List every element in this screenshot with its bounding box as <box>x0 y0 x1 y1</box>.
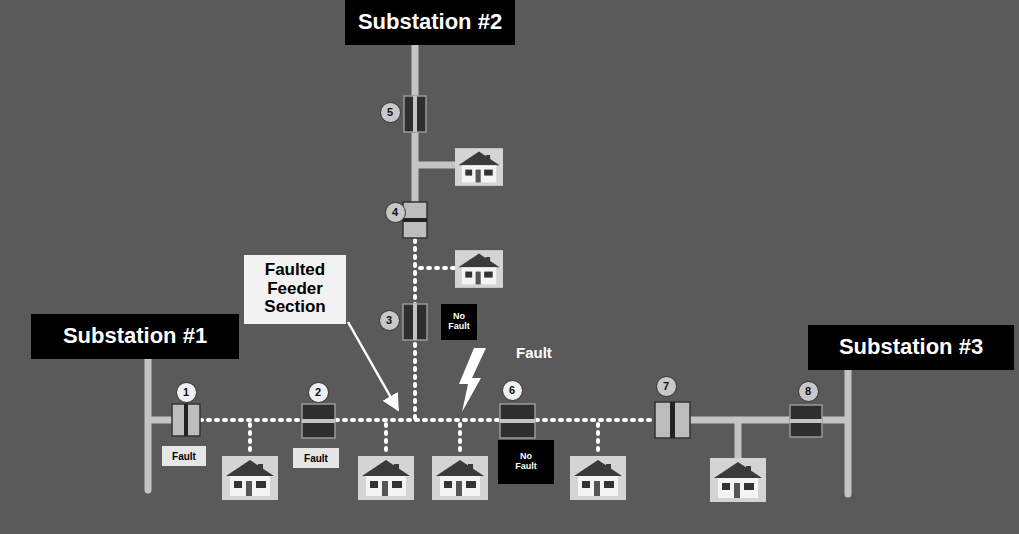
callout-number: 6 <box>502 380 523 401</box>
callout-number-text: 6 <box>509 384 515 396</box>
callout-number: 7 <box>656 376 677 397</box>
callout-number-text: 2 <box>315 386 321 398</box>
callout-arrow <box>348 322 398 410</box>
lightning-bolt <box>459 348 486 412</box>
substation-label: Substation #2 <box>345 0 515 45</box>
callout-number-text: 1 <box>183 386 189 398</box>
callout-number: 4 <box>385 202 406 223</box>
callout-number: 2 <box>308 382 329 403</box>
no-fault-indicator: No Fault <box>441 304 477 340</box>
callout-number-text: 3 <box>386 314 392 326</box>
no-fault-indicator-text: No Fault <box>511 452 541 472</box>
substation-label-text: Substation #2 <box>358 10 502 34</box>
callout-number-text: 7 <box>663 380 669 392</box>
callout-box-text: Faulted Feeder Section <box>250 261 340 317</box>
fault-indicator: Fault <box>293 448 339 468</box>
fault-indicator: Fault <box>162 446 206 466</box>
no-fault-indicator-text: No Fault <box>444 312 474 332</box>
substation-label: Substation #1 <box>31 314 239 359</box>
switch-closed <box>172 96 690 438</box>
callout-number: 8 <box>798 381 819 402</box>
fault-indicator-text: Fault <box>172 451 196 462</box>
no-fault-indicator: No Fault <box>498 440 554 484</box>
callout-number-text: 8 <box>805 385 811 397</box>
callout-number-text: 5 <box>387 106 393 118</box>
substation-label-text: Substation #3 <box>839 335 983 359</box>
callout-box: Faulted Feeder Section <box>244 255 346 324</box>
substation-label: Substation #3 <box>808 325 1014 370</box>
callout-number: 5 <box>380 102 401 123</box>
energized-line <box>148 40 848 460</box>
callout-number: 1 <box>176 382 197 403</box>
callout-number: 3 <box>379 310 400 331</box>
substation-label-text: Substation #1 <box>63 324 207 348</box>
de-energized-line <box>200 240 655 456</box>
fault-label: Fault <box>516 344 552 361</box>
callout-number-text: 4 <box>392 206 398 218</box>
fault-indicator-text: Fault <box>304 453 328 464</box>
house-icon <box>222 148 766 502</box>
switch-open <box>302 202 822 438</box>
